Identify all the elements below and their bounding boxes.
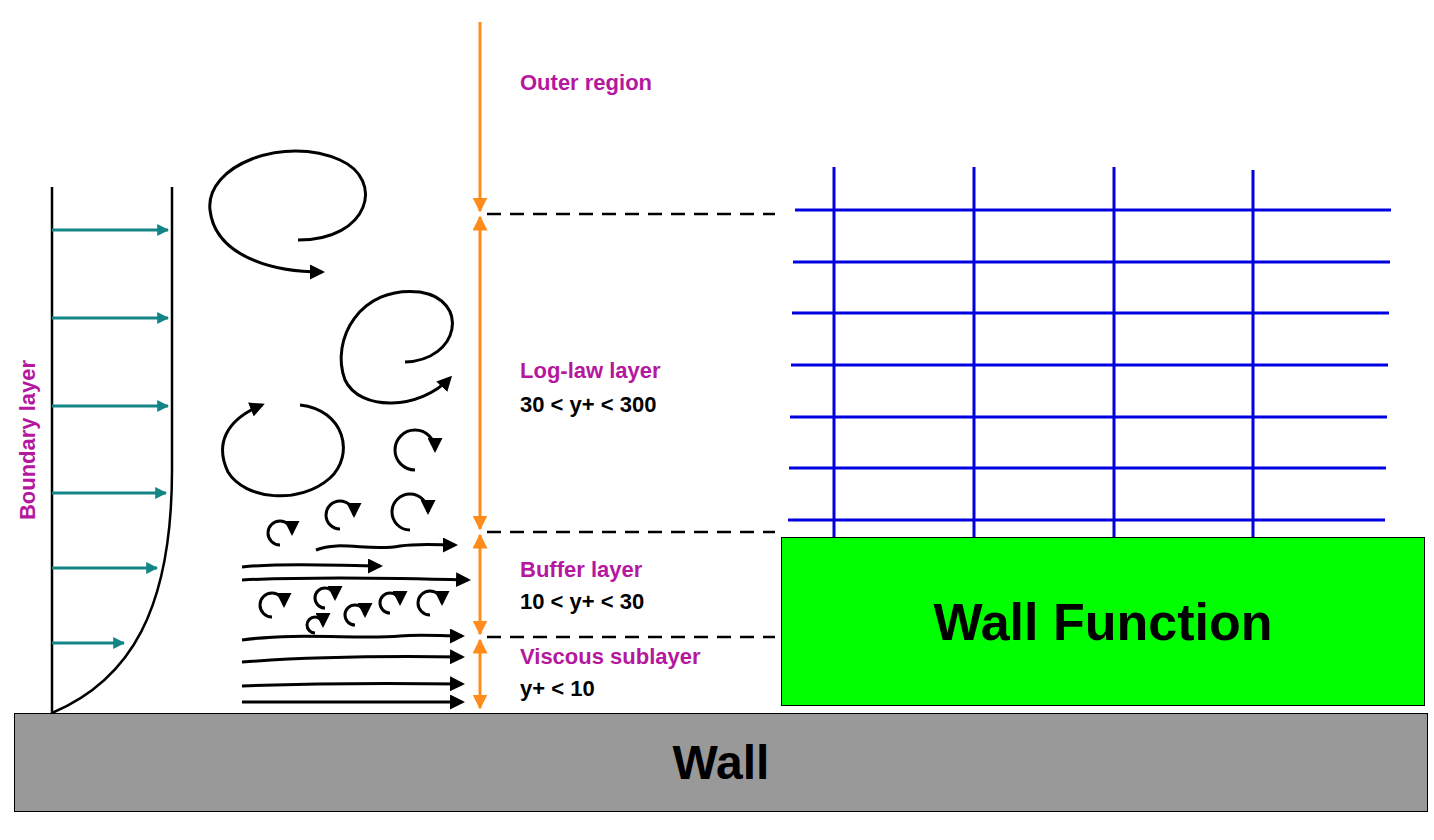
region-name: Outer region (520, 70, 652, 96)
velocity-arrows (52, 230, 168, 643)
node-label: Wall (673, 735, 770, 790)
boundary-layer-label: Boundary layer (15, 360, 41, 520)
mesh-grid (788, 167, 1391, 537)
wall-box: Wall (14, 713, 1428, 812)
region-name: Viscous sublayer (520, 644, 701, 670)
y-plus-range: 10 < y+ < 30 (520, 589, 644, 615)
node-label: Wall Function (934, 592, 1273, 652)
region-name: Buffer layer (520, 557, 642, 583)
layer-extent-arrows (479, 22, 482, 708)
velocity-profile (52, 187, 172, 713)
layer-boundaries (487, 214, 775, 637)
region-name: Log-law layer (520, 358, 661, 384)
y-plus-range: 30 < y+ < 300 (520, 392, 656, 418)
flow-streaks (242, 544, 468, 702)
eddies (210, 151, 453, 633)
wall-function-box: Wall Function (781, 537, 1425, 706)
y-plus-range: y+ < 10 (520, 676, 595, 702)
